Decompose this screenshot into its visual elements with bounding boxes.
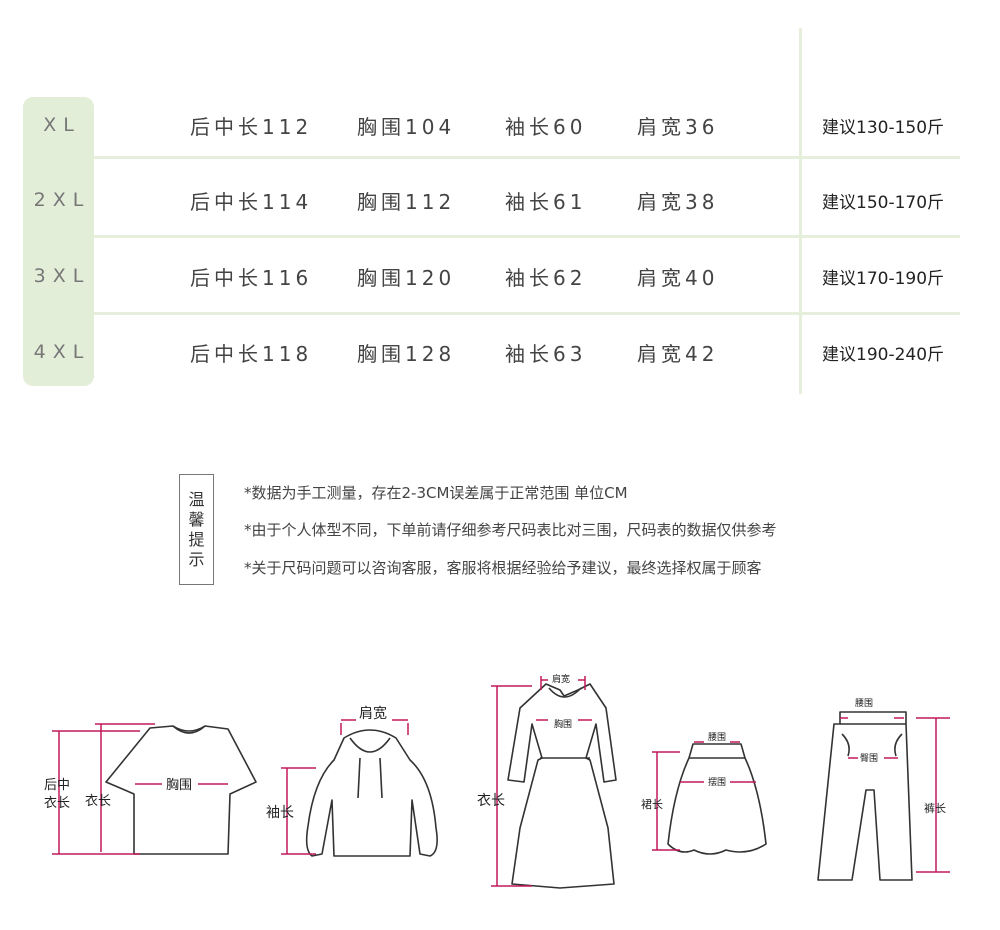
pants-waist-label: 腰围	[855, 698, 873, 709]
weight-suggestion: 建议150-170斤	[822, 192, 945, 213]
size-row-4xl: 4XL 后中长118 胸围128 袖长63 肩宽42 建议190-240斤	[0, 314, 1000, 390]
tips-title-char: 温	[188, 489, 205, 509]
table-vertical-divider	[799, 28, 802, 394]
tips-title-box: 温 馨 提 示	[179, 474, 214, 585]
back-length-cell: 后中长116	[190, 265, 313, 290]
dress-illustration	[507, 683, 617, 889]
row-divider	[94, 156, 960, 159]
size-row-xl: XL 后中长112 胸围104 袖长60 肩宽36 建议130-150斤	[0, 87, 1000, 163]
weight-suggestion: 建议190-240斤	[822, 344, 945, 365]
chest-cell: 胸围128	[357, 341, 456, 366]
shoulder-cell: 肩宽36	[637, 114, 719, 139]
size-label: 4XL	[33, 341, 91, 363]
tshirt-illustration	[105, 725, 257, 855]
tip-line: *数据为手工测量，存在2-3CM误差属于正常范围 单位CM	[244, 484, 628, 502]
measurement-diagrams: 后中 衣长 衣长 胸围 肩宽 袖长 肩宽 胸围 衣长	[0, 640, 1000, 930]
sleeve-cell: 袖长60	[505, 114, 587, 139]
tips-title-char: 提	[188, 529, 205, 549]
tshirt-chest-label: 胸围	[166, 778, 192, 793]
tshirt-measure-lines	[52, 723, 228, 855]
back-length-cell: 后中长118	[190, 341, 313, 366]
tshirt-length-label: 衣长	[85, 793, 111, 809]
tshirt-back-length-label: 后中	[44, 778, 70, 793]
hoodie-sleeve-label: 袖长	[266, 805, 294, 821]
dress-length-label: 衣长	[477, 793, 505, 809]
dress-measure-lines	[491, 676, 592, 887]
hoodie-measure-lines	[281, 719, 409, 855]
chest-cell: 胸围120	[357, 265, 456, 290]
skirt-illustration	[667, 743, 767, 855]
back-length-cell: 后中长114	[190, 189, 313, 214]
skirt-hem-label: 摆围	[708, 776, 726, 788]
skirt-waist-label: 腰围	[708, 732, 726, 743]
pants-length-label: 裤长	[924, 801, 946, 815]
pants-illustration	[817, 711, 913, 881]
skirt-length-label: 裙长	[641, 798, 663, 811]
weight-suggestion: 建议130-150斤	[822, 117, 945, 138]
pants-hip-label: 臀围	[860, 753, 878, 764]
tips-title-char: 示	[188, 549, 205, 569]
back-length-cell: 后中长112	[190, 114, 313, 139]
weight-suggestion: 建议170-190斤	[822, 268, 945, 289]
shoulder-cell: 肩宽38	[637, 189, 719, 214]
tips-title-char: 馨	[188, 509, 205, 529]
skirt-measure-lines	[652, 741, 756, 851]
hoodie-illustration	[305, 729, 438, 857]
size-column-background	[23, 97, 94, 386]
chest-cell: 胸围112	[357, 189, 456, 214]
size-label: 2XL	[33, 189, 91, 211]
size-label: XL	[43, 114, 81, 136]
shoulder-cell: 肩宽42	[637, 341, 719, 366]
row-divider	[94, 312, 960, 315]
sleeve-cell: 袖长63	[505, 341, 587, 366]
dress-shoulder-label: 肩宽	[552, 673, 570, 685]
sleeve-cell: 袖长61	[505, 189, 587, 214]
tshirt-back-length-label-2: 衣长	[44, 795, 70, 811]
size-row-2xl: 2XL 后中长114 胸围112 袖长61 肩宽38 建议150-170斤	[0, 162, 1000, 238]
dress-chest-label: 胸围	[554, 718, 572, 730]
hoodie-shoulder-label: 肩宽	[359, 705, 387, 722]
row-divider	[94, 235, 960, 238]
tip-line: *由于个人体型不同，下单前请仔细参考尺码表比对三围，尺码表的数据仅供参考	[244, 521, 777, 539]
size-row-3xl: 3XL 后中长116 胸围120 袖长62 肩宽40 建议170-190斤	[0, 238, 1000, 314]
pants-measure-lines	[840, 717, 950, 873]
chest-cell: 胸围104	[357, 114, 456, 139]
shoulder-cell: 肩宽40	[637, 265, 719, 290]
tip-line: *关于尺码问题可以咨询客服，客服将根据经验给予建议，最终选择权属于顾客	[244, 559, 762, 577]
size-label: 3XL	[33, 265, 91, 287]
sleeve-cell: 袖长62	[505, 265, 587, 290]
